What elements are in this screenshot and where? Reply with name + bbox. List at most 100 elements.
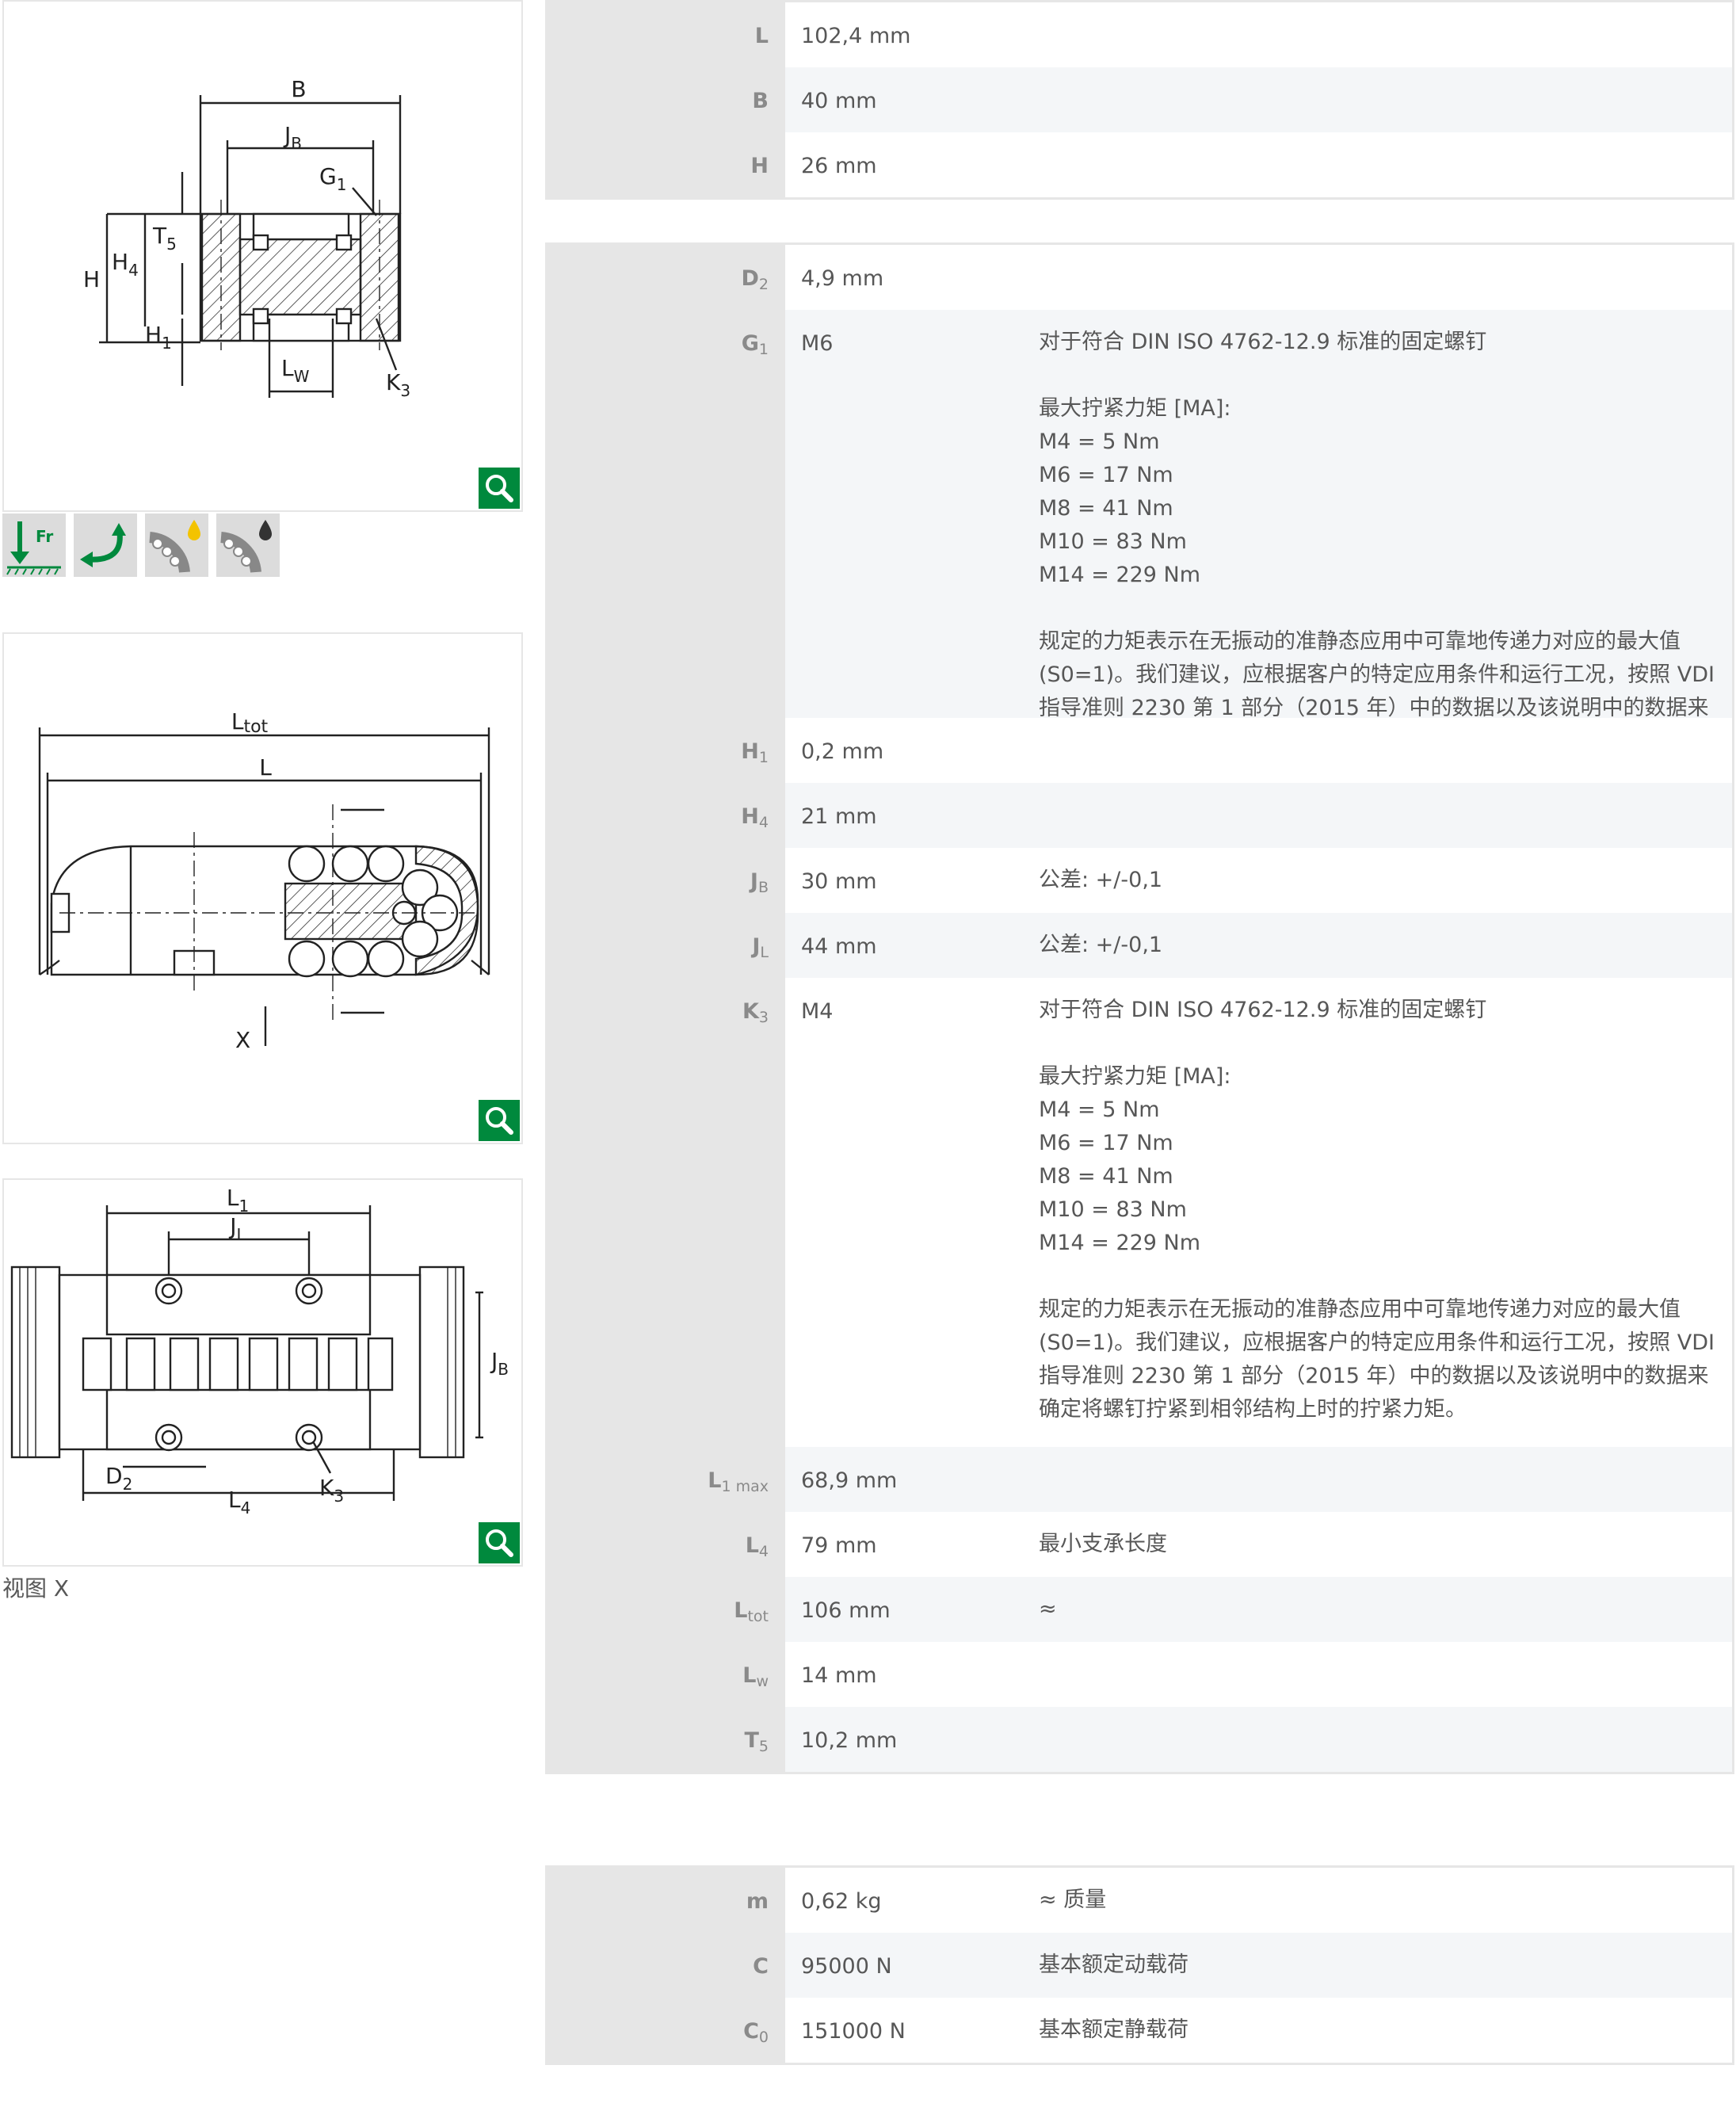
row-value: 68,9 mm	[801, 1468, 898, 1493]
row-value: 0,62 kg	[801, 1889, 882, 1914]
dim-label-lw: L	[281, 355, 294, 381]
row-value: 10,2 mm	[801, 1728, 898, 1753]
dim-label-ltot: L	[231, 708, 244, 735]
svg-text:LW: LW	[281, 355, 310, 386]
dim-label-h1: H	[145, 322, 162, 348]
oil-lubrication-icon	[145, 513, 208, 577]
row-symbol: H	[548, 132, 785, 197]
view-x-label: X	[235, 1027, 250, 1053]
svg-text:JB: JB	[283, 122, 302, 153]
dim-label-l: L	[259, 754, 272, 781]
row-value: 102,4 mm	[801, 24, 911, 48]
zoom-button-1[interactable]	[479, 468, 520, 509]
svg-text:Fr: Fr	[36, 527, 53, 546]
row-symbol: C	[548, 1933, 785, 1998]
row-value: M4	[801, 999, 834, 1024]
table-row: L1 max 68,9 mm	[548, 1447, 1732, 1512]
row-value: 4,9 mm	[801, 266, 884, 291]
row-value: 44 mm	[801, 934, 877, 959]
table-row: K3 M4 对于符合 DIN ISO 4762-12.9 标准的固定螺钉 最大拧紧力…	[548, 978, 1732, 1447]
table-row: C 95000 N 基本额定动载荷	[548, 1933, 1732, 1998]
row-value: 79 mm	[801, 1533, 877, 1558]
row-symbol: L	[548, 2, 785, 67]
row-value: 26 mm	[801, 154, 877, 178]
rotation-arrow-icon	[74, 513, 137, 577]
svg-text:G1: G1	[319, 163, 346, 194]
zoom-button-2[interactable]	[479, 1100, 520, 1141]
row-value: 106 mm	[801, 1598, 891, 1623]
dim-label-l1: L	[227, 1185, 239, 1211]
row-symbol: K3	[548, 978, 785, 1447]
magnifier-icon	[486, 1529, 513, 1557]
table-row: B 40 mm	[548, 67, 1732, 132]
dim-label-d2: D	[105, 1463, 123, 1489]
svg-text:H4: H4	[112, 249, 139, 280]
magnifier-icon	[486, 475, 513, 502]
row-remark: 对于符合 DIN ISO 4762-12.9 标准的固定螺钉 最大拧紧力矩 [M…	[1039, 330, 1715, 754]
dimensions-table: L 102,4 mm B 40 mm H 26 mm	[545, 0, 1734, 200]
row-symbol: B	[548, 67, 785, 132]
view-x-drawing: L1 JL JB D2 L4 K3	[10, 1185, 509, 1517]
table-row: JB 30 mm 公差: +/-0,1	[548, 848, 1732, 913]
row-value: 30 mm	[801, 869, 877, 894]
table-row: H1 0,2 mm	[548, 718, 1732, 783]
row-value: M6	[801, 331, 834, 356]
row-remark: 基本额定静载荷	[1039, 2017, 1188, 2042]
row-value: 21 mm	[801, 804, 877, 829]
table-row: G1 M6 对于符合 DIN ISO 4762-12.9 标准的固定螺钉 最大拧紧力…	[548, 310, 1732, 754]
svg-text:D2: D2	[105, 1463, 132, 1494]
row-symbol: L1 max	[548, 1447, 785, 1512]
svg-text:H1: H1	[145, 322, 172, 353]
row-symbol: G1	[548, 310, 785, 718]
dim-label-h: H	[83, 266, 100, 292]
cross-section-drawing: B JB G1 T5 H H4 H1 LW K3	[83, 76, 410, 400]
row-symbol: H1	[548, 718, 785, 783]
table-row: L 102,4 mm	[548, 2, 1732, 67]
dim-label-t5: T	[152, 223, 167, 249]
svg-text:Ltot: Ltot	[231, 708, 269, 737]
row-remark: 对于符合 DIN ISO 4762-12.9 标准的固定螺钉 最大拧紧力矩 [M…	[1039, 998, 1715, 1422]
dim-label-jl: J	[228, 1213, 236, 1239]
row-symbol: C0	[548, 1998, 785, 2063]
table-row: m 0,62 kg ≈ 质量	[548, 1868, 1732, 1933]
svg-text:JB: JB	[490, 1348, 509, 1379]
magnifier-icon	[486, 1107, 513, 1135]
svg-text:K3: K3	[386, 369, 410, 400]
row-symbol: Lw	[548, 1642, 785, 1707]
dim-label-jb2: J	[490, 1348, 498, 1374]
row-value: 151000 N	[801, 2019, 906, 2044]
svg-text:L4: L4	[228, 1487, 250, 1517]
side-view-drawing: Ltot L X	[38, 708, 490, 1053]
radial-load-icon: Fr	[2, 513, 66, 577]
row-symbol: T5	[548, 1707, 785, 1772]
row-symbol: L4	[548, 1512, 785, 1577]
dim-label-b: B	[291, 76, 306, 102]
row-remark: ≈	[1039, 1597, 1057, 1621]
row-remark: 基本额定动载荷	[1039, 1953, 1188, 1977]
svg-text:T5: T5	[152, 223, 177, 254]
table-row: T5 10,2 mm	[548, 1707, 1732, 1772]
row-value: 0,2 mm	[801, 739, 884, 764]
svg-text:K3: K3	[319, 1475, 344, 1506]
row-remark: ≈ 质量	[1039, 1888, 1107, 1912]
row-remark: 公差: +/-0,1	[1039, 933, 1163, 957]
view-caption: 视图 X	[2, 1575, 70, 1601]
row-value: 95000 N	[801, 1954, 892, 1979]
load-ratings-table: m 0,62 kg ≈ 质量 C 95000 N 基本额定动载荷 C0 151000 N 基本额…	[545, 1865, 1734, 2065]
drawing-view-x: L1 JL JB D2 L4 K3	[2, 1178, 523, 1567]
row-symbol: JB	[548, 848, 785, 913]
zoom-button-3[interactable]	[479, 1522, 520, 1563]
row-remark: 公差: +/-0,1	[1039, 868, 1163, 892]
svg-text:L1: L1	[227, 1185, 249, 1216]
row-value: 40 mm	[801, 89, 877, 113]
row-symbol: Ltot	[548, 1577, 785, 1642]
dim-label-jb: J	[283, 122, 291, 148]
dim-label-h4: H	[112, 249, 128, 275]
drawing-cross-section: B JB G1 T5 H H4 H1 LW K3	[2, 0, 523, 512]
row-symbol: m	[548, 1868, 785, 1933]
